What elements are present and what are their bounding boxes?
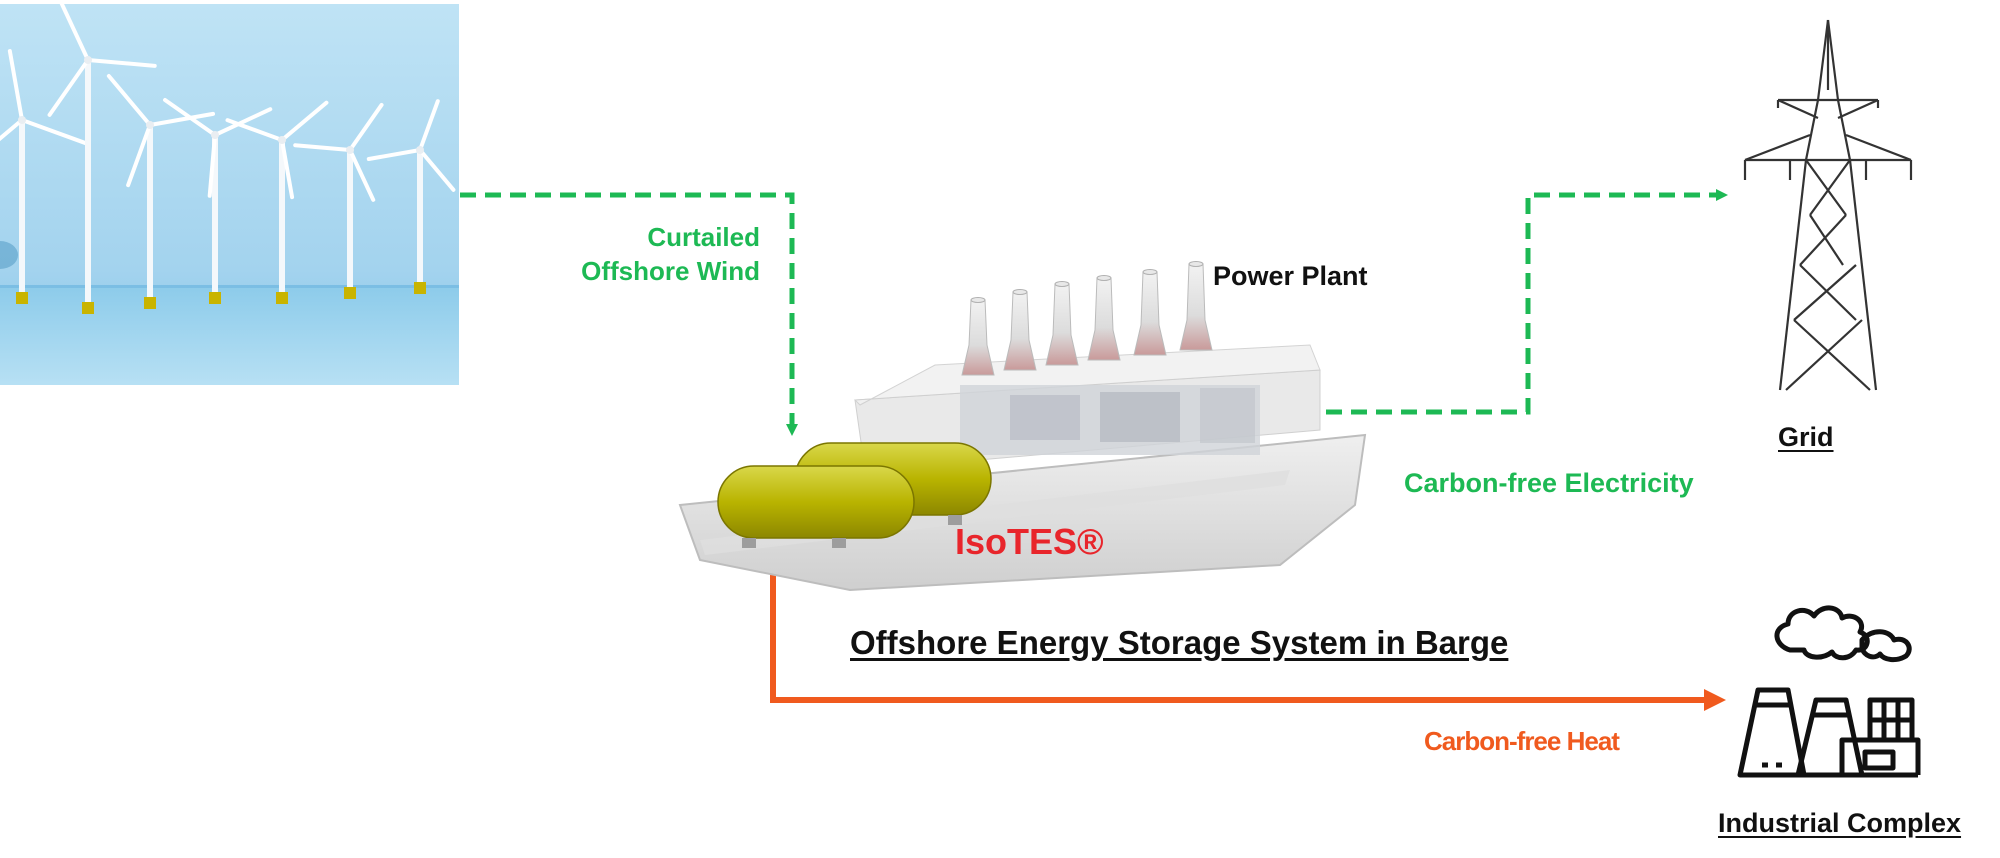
wind-turbine: [366, 99, 456, 294]
isotes-label: IsoTES®: [955, 521, 1104, 562]
wind-turbine: [47, 0, 157, 314]
wind-turbine: [293, 102, 384, 299]
transmission-tower-icon: [1743, 19, 1913, 391]
curtailed-wind-label: Curtailed Offshore Wind: [560, 220, 760, 288]
curtailed-wind-label-line1: Curtailed: [647, 222, 760, 252]
power-plant-stack-icon: [961, 261, 1213, 376]
factory-icon: [1737, 605, 1921, 778]
carbon-free-heat-label: Carbon-free Heat: [1424, 726, 1620, 756]
curtailed-wind-arrow: [460, 192, 798, 436]
wind-turbine: [225, 100, 329, 304]
wind-turbine: [0, 49, 90, 304]
wind-turbine: [163, 98, 273, 304]
storage-tank-icon: [717, 442, 992, 548]
grid-label: Grid: [1778, 422, 1834, 452]
stack: [1133, 269, 1167, 356]
stack: [961, 297, 995, 376]
power-plant-label: Power Plant: [1213, 261, 1368, 291]
wind-farm-photo: [0, 0, 459, 385]
heat-arrow: [770, 548, 1726, 711]
stack: [1045, 281, 1079, 366]
industrial-complex-label: Industrial Complex: [1718, 808, 1962, 838]
wind-turbine-icon: [0, 0, 456, 314]
wind-turbine: [106, 73, 216, 309]
curtailed-wind-label-line2: Offshore Wind: [581, 256, 760, 286]
stack: [1179, 261, 1213, 351]
stack: [1003, 289, 1037, 371]
carbon-free-electricity-label: Carbon-free Electricity: [1404, 468, 1694, 498]
electricity-arrow: [1326, 189, 1728, 415]
barge-title: Offshore Energy Storage System in Barge: [850, 624, 1509, 661]
stack: [1087, 275, 1121, 361]
barge-power-plant-render: [678, 261, 1367, 592]
